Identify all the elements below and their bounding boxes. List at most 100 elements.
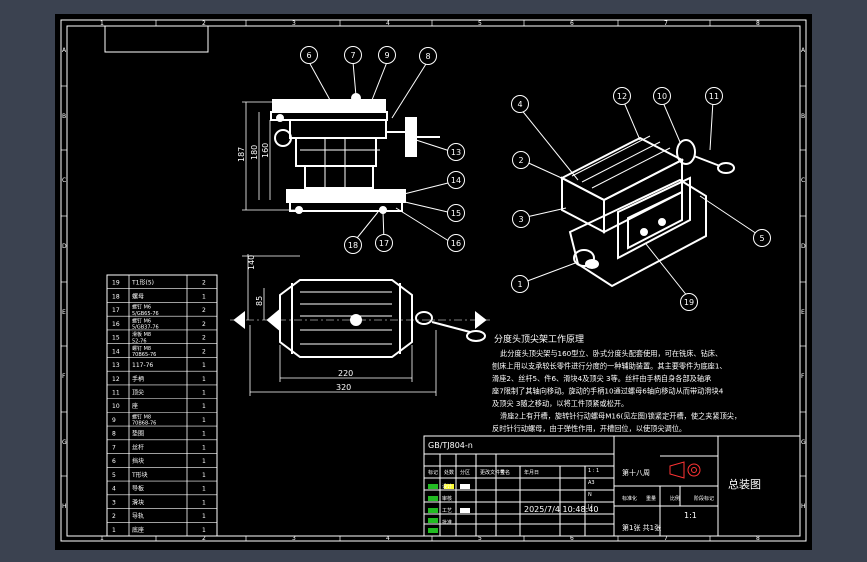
scale-value: 1:1	[684, 511, 697, 520]
parts-row-qty: 1	[202, 431, 206, 438]
zone-row-right-H: H	[801, 503, 806, 510]
zone-col-8: 8	[756, 20, 760, 27]
zone-row-D: D	[62, 243, 67, 250]
balloon-1	[511, 275, 529, 293]
balloon-label-12: 12	[617, 92, 627, 101]
projection-symbol	[669, 461, 701, 479]
parts-row-no: 2	[112, 513, 116, 520]
parts-row-qty: 1	[202, 403, 206, 410]
title-block-cell: 审核	[442, 495, 452, 502]
parts-row-no: 15	[112, 335, 120, 342]
notes-line: 滑座2上有开槽，旋转针行动螺母M16(见左图)锁紧定开槽，使之夹紧顶尖，	[500, 412, 741, 421]
parts-row-no: 6	[112, 458, 116, 465]
parts-row-no: 12	[112, 376, 120, 383]
zone-col-bottom-8: 8	[756, 535, 760, 542]
balloon-8	[419, 47, 437, 65]
zone-col-bottom-4: 4	[386, 535, 390, 542]
zone-row-right-G: G	[801, 439, 806, 446]
parts-row-name: 手柄	[132, 375, 144, 383]
parts-row-no: 9	[112, 417, 116, 424]
notes-line: 此分度头顶尖架与160型立、卧式分度头配套使用，可在铣床、钻床、	[500, 349, 722, 358]
zone-row-right-D: D	[801, 243, 806, 250]
dim-160: 160	[261, 143, 270, 158]
parts-row-no: 13	[112, 362, 120, 369]
front-view-dimensions	[242, 101, 300, 211]
zone-row-A: A	[62, 47, 67, 54]
zone-col-7: 7	[664, 20, 668, 27]
zone-row-H: H	[62, 503, 67, 510]
balloon-10	[653, 87, 671, 105]
balloon-label-10: 10	[657, 92, 667, 101]
zone-row-B: B	[62, 113, 66, 120]
parts-row-name: 70B68-76	[132, 421, 156, 427]
parts-row-qty: 1	[202, 362, 206, 369]
parts-row-name: T1形(5)	[131, 279, 154, 287]
parts-row-no: 7	[112, 444, 116, 451]
zone-col-bottom-2: 2	[202, 535, 206, 542]
parts-row-qty: 2	[202, 307, 206, 314]
balloon-label-5: 5	[759, 234, 764, 243]
dim-85: 85	[255, 296, 264, 306]
parts-row-name: 底座	[132, 526, 144, 534]
zone-col-1: 1	[100, 20, 104, 27]
notes-line: 滑座2、丝杆5、件6、滑块4及顶尖 3等。丝杆由手柄自身各部及轴承	[492, 374, 711, 383]
zone-row-right-B: B	[801, 113, 805, 120]
balloon-2	[512, 151, 530, 169]
parts-row-name: 挡块	[132, 457, 144, 465]
notes-body: 此分度头顶尖架与160型立、卧式分度头配套使用，可在铣床、钻床、刨床上用以支承较…	[492, 349, 741, 433]
title-block-header: 更改文件号	[480, 469, 505, 476]
parts-row-name: 螺钉 M6	[132, 317, 151, 324]
zone-col-bottom-5: 5	[478, 535, 482, 542]
balloon-17	[375, 234, 393, 252]
zone-row-right-C: C	[801, 177, 805, 184]
dim-180: 180	[250, 145, 259, 160]
balloon-label-9: 9	[384, 51, 389, 60]
balloon-6	[300, 46, 318, 64]
zone-col-bottom-7: 7	[664, 535, 668, 542]
balloon-11	[705, 87, 723, 105]
balloon-label-17: 17	[379, 239, 389, 248]
parts-row-name: 螺母	[132, 292, 144, 300]
zone-row-C: C	[62, 177, 66, 184]
zone-col-4: 4	[386, 20, 390, 27]
parts-row-name: 座	[132, 402, 138, 410]
parts-row-no: 4	[112, 486, 116, 493]
balloon-label-4: 4	[517, 100, 522, 109]
plot-date: 2025/7/4 10:48:40	[524, 505, 598, 514]
title-block-cell: 批准	[442, 519, 452, 526]
zone-col-3: 3	[292, 20, 296, 27]
balloon-13	[447, 143, 465, 161]
parts-row-no: 19	[112, 280, 120, 287]
projection-box	[104, 25, 209, 53]
parts-row-name: T形块	[131, 471, 148, 479]
parts-row-name: 螺钉 M8	[132, 345, 151, 352]
parts-row-name: 5/GB65-76	[132, 311, 159, 317]
zone-row-F: F	[62, 373, 66, 380]
balloon-label-1: 1	[517, 280, 522, 289]
parts-row-name: 导轨	[132, 512, 144, 520]
parts-row-no: 1	[112, 527, 116, 534]
parts-row-qty: 2	[202, 321, 206, 328]
parts-row-name: 5/GB37-76	[132, 325, 159, 331]
title-block-labels: 标记处数分区更改文件号签名年月日设计审核工艺批准标准化重量比例阶段标记1 : 1…	[428, 468, 714, 526]
balloon-label-13: 13	[451, 148, 461, 157]
zone-col-bottom-1: 1	[100, 535, 104, 542]
balloon-label-18: 18	[348, 241, 358, 250]
dim-320: 320	[336, 383, 351, 392]
balloon-9	[378, 46, 396, 64]
notes-line: 反时针行动螺母，由于弹性作用，开槽回位，以使顶尖调位。	[492, 424, 686, 433]
balloon-label-19: 19	[684, 298, 694, 307]
balloon-label-16: 16	[451, 239, 461, 248]
title-block-colored-cells	[428, 484, 470, 533]
parts-row-name: 顶尖	[132, 389, 144, 397]
balloon-4	[511, 95, 529, 113]
zone-row-G: G	[62, 439, 67, 446]
balloon-label-11: 11	[709, 92, 719, 101]
plan-view	[233, 279, 487, 358]
balloon-7	[344, 46, 362, 64]
zone-col-2: 2	[202, 20, 206, 27]
zone-col-bottom-3: 3	[292, 535, 296, 542]
balloon-12	[613, 87, 631, 105]
